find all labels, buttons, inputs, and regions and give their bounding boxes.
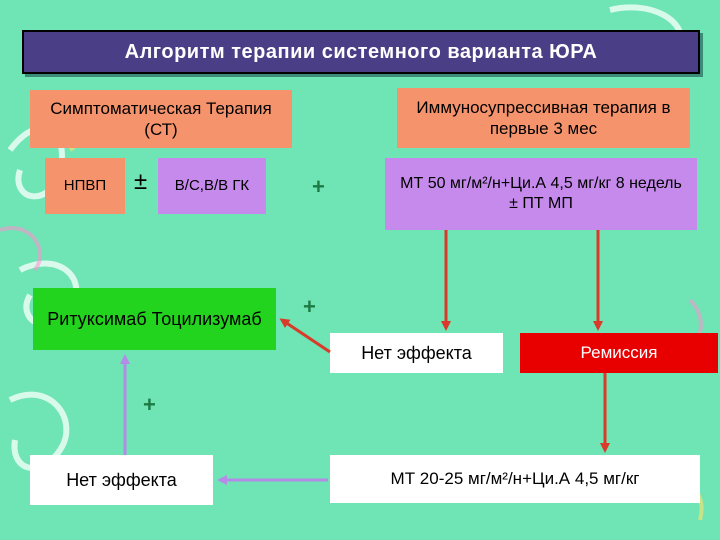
symptomatic-therapy-box: Симптоматическая Терапия (СТ) bbox=[30, 90, 292, 148]
mt-maintenance-label: МТ 20-25 мг/м²/н+Ци.А 4,5 мг/кг bbox=[390, 469, 640, 489]
immunosuppressive-therapy-label: Иммуносупрессивная терапия в первые 3 ме… bbox=[416, 97, 671, 138]
biologics-box: Ритуксимаб Тоцилизумаб bbox=[33, 288, 276, 350]
immunosuppressive-therapy-box: Иммуносупрессивная терапия в первые 3 ме… bbox=[397, 88, 690, 148]
plus-sign-3: + bbox=[143, 392, 156, 417]
diagram-title: Алгоритм терапии системного варианта ЮРА bbox=[124, 40, 598, 63]
steroids-label: В/С,В/В ГК bbox=[174, 176, 250, 194]
plus-minus-sign: ± bbox=[134, 168, 148, 195]
nsaid-label: НПВП bbox=[63, 176, 107, 194]
plus-sign-2: + bbox=[303, 294, 316, 319]
remission-label: Ремиссия bbox=[580, 343, 658, 363]
mt-initial-box: МТ 50 мг/м²/н+Ци.А 4,5 мг/кг 8 недель ± … bbox=[385, 158, 697, 230]
steroids-box: В/С,В/В ГК bbox=[158, 158, 266, 214]
remission-box: Ремиссия bbox=[520, 333, 718, 373]
no-effect-box-1: Нет эффекта bbox=[330, 333, 503, 373]
biologics-label: Ритуксимаб Тоцилизумаб bbox=[47, 308, 262, 329]
no-effect-label-2: Нет эффекта bbox=[66, 469, 177, 490]
symptomatic-therapy-label: Симптоматическая Терапия (СТ) bbox=[50, 98, 272, 139]
nsaid-box: НПВП bbox=[45, 158, 125, 214]
plus-sign-1: + bbox=[312, 174, 325, 199]
no-effect-box-2: Нет эффекта bbox=[30, 455, 213, 505]
diagram-title-bar: Алгоритм терапии системного варианта ЮРА bbox=[22, 30, 700, 74]
mt-initial-label: МТ 50 мг/м²/н+Ци.А 4,5 мг/кг 8 недель ± … bbox=[400, 175, 682, 212]
mt-maintenance-box: МТ 20-25 мг/м²/н+Ци.А 4,5 мг/кг bbox=[330, 455, 700, 503]
no-effect-label-1: Нет эффекта bbox=[361, 342, 472, 363]
